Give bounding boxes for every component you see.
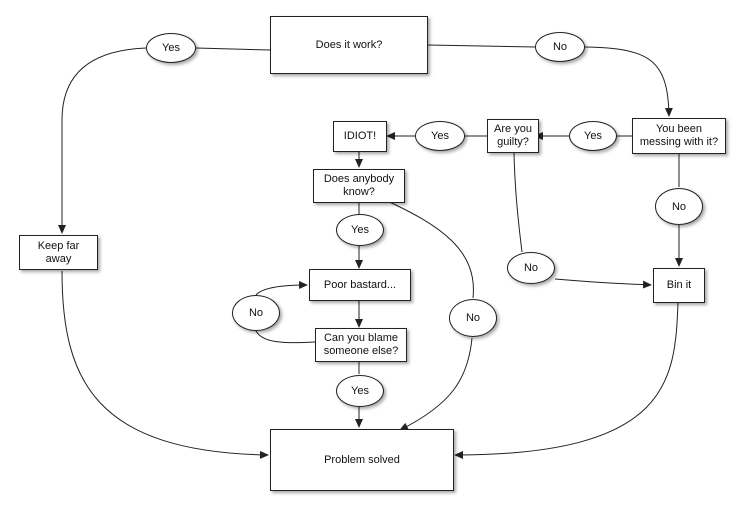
- label-no-guilty: No: [507, 252, 555, 284]
- node-problem-solved: Problem solved: [270, 429, 454, 491]
- edge-know-no: [382, 198, 474, 299]
- edge-guilty-no: [513, 152, 523, 253]
- node-are-you-guilty: Are you guilty?: [487, 119, 539, 153]
- label-yes-messing: Yes: [569, 121, 617, 151]
- node-bin-it: Bin it: [653, 268, 705, 303]
- label-no-top: No: [535, 32, 585, 62]
- node-does-it-work: Does it work?: [270, 16, 428, 74]
- edge-keepfar-solved: [61, 270, 269, 459]
- edge-work-no: [427, 44, 536, 48]
- node-idiot: IDIOT!: [333, 121, 387, 152]
- node-poor-bastard: Poor bastard...: [309, 269, 411, 301]
- edge-no-binit: [554, 278, 652, 289]
- node-does-anybody-know: Does anybody know?: [313, 169, 405, 203]
- node-keep-far-away: Keep far away: [19, 235, 98, 270]
- node-messing-with-it: You been messing with it?: [632, 118, 726, 154]
- label-no-blame: No: [232, 295, 280, 331]
- label-no-anybody: No: [449, 299, 497, 337]
- edge-no-messing: [584, 46, 673, 117]
- edge-no-solved-mid: [399, 337, 473, 431]
- edge-work-yes: [195, 47, 271, 51]
- node-can-you-blame: Can you blame someone else?: [315, 328, 407, 362]
- edge-no-poor: [255, 281, 308, 296]
- edge-blame-no: [255, 330, 316, 344]
- label-yes-guilty: Yes: [415, 121, 465, 151]
- edge-yes-keepfar: [58, 47, 147, 234]
- label-no-messing: No: [655, 188, 703, 225]
- label-yes-top: Yes: [146, 33, 196, 63]
- edge-binit-solved: [454, 302, 679, 459]
- label-yes-blame: Yes: [336, 375, 384, 407]
- label-yes-anybody: Yes: [336, 214, 384, 246]
